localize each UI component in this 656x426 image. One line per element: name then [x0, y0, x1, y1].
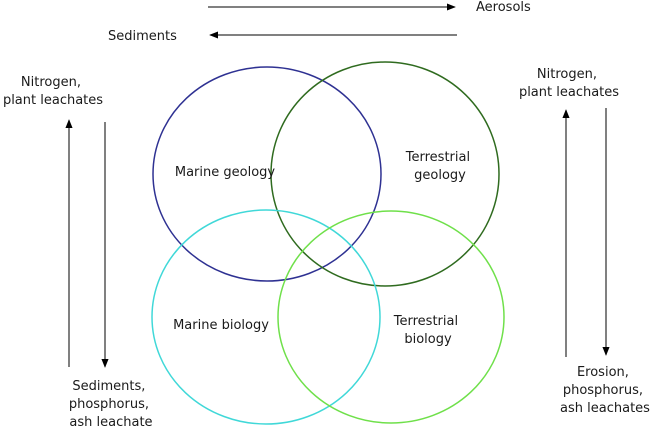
- left-up-label: Nitrogen, plant leachates: [3, 75, 103, 108]
- right-up-label: Nitrogen, plant leachates: [519, 67, 619, 100]
- terrestrial-biology-label: Terrestrial biology: [393, 314, 462, 347]
- sediments-label: Sediments: [108, 29, 177, 44]
- marine-geology-circle: [152, 66, 382, 282]
- terrestrial-biology-circle: [277, 210, 505, 424]
- terrestrial-geology-label: Terrestrial geology: [405, 150, 474, 183]
- right-down-label: Erosion, phosphorus, ash leachates: [560, 365, 650, 416]
- left-down-label: Sediments, phosphorus, ash leachate: [69, 379, 153, 426]
- marine-biology-label: Marine biology: [173, 318, 269, 333]
- aerosols-label: Aerosols: [476, 0, 531, 15]
- terrestrial-geology-circle: [270, 61, 500, 287]
- marine-biology-circle: [151, 209, 381, 425]
- marine-geology-label: Marine geology: [175, 165, 276, 180]
